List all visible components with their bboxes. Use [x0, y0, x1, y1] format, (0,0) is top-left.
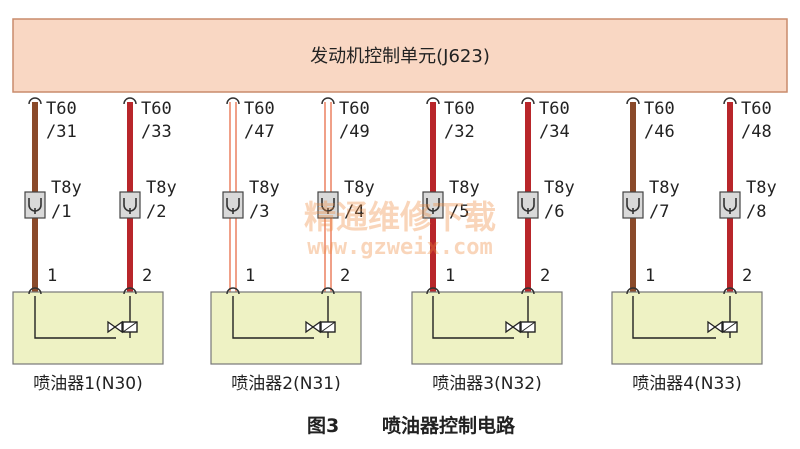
injector-pin-1-label: 1	[47, 266, 57, 286]
ecu-pin-label-num: /46	[644, 122, 675, 142]
ecu-pin-label-num: /33	[141, 122, 172, 142]
ecu-box	[12, 18, 788, 93]
solenoid-coil-icon	[722, 321, 738, 333]
ecu-pin-label-num: /47	[244, 122, 275, 142]
valve-icon	[107, 320, 123, 334]
connector-label-top: T8y	[449, 178, 480, 198]
connector-label-num: /2	[146, 202, 166, 222]
ecu-pin-label-top: T60	[741, 99, 772, 119]
connector-label-num: /3	[249, 202, 269, 222]
connector-label-num: /1	[51, 202, 71, 222]
ecu-pins: T60/31 T60/33 T60/47 T60/49 T60/32 T60/34 T60 /…	[28, 97, 772, 142]
connector-label-top: T8y	[649, 178, 680, 198]
injector-pin-2-label: 2	[142, 266, 152, 286]
pin-terminal	[321, 97, 335, 105]
connector-label-num: /6	[544, 202, 564, 222]
injector-pin-terminal	[723, 287, 737, 295]
injector-pin-1-label: 1	[645, 266, 655, 286]
ecu-pin-label-top: T60	[644, 99, 675, 119]
ecu-pin-label-top: T60	[244, 99, 275, 119]
injector-pin-2-label: 2	[340, 266, 350, 286]
ecu-pin-label-num: /34	[539, 122, 570, 142]
injector-pin-terminal	[426, 287, 440, 295]
connector-label-top: T8y	[146, 178, 177, 198]
injector-circuit-line	[632, 296, 716, 339]
connector-box	[517, 191, 539, 219]
connector-label-top: T8y	[249, 178, 280, 198]
ecu-pin-label-top: T60	[339, 99, 370, 119]
ecu-pin-label-num: /48	[741, 122, 772, 142]
ecu-pin-label-top: T60	[46, 99, 77, 119]
watermark-line1: 精通维修下载	[304, 198, 496, 236]
injector-box	[611, 291, 763, 365]
injector-pin-terminal	[321, 287, 335, 295]
solenoid-coil-icon	[122, 321, 138, 333]
injectors: 1 2 喷油器1(N30) 1 2 喷油器2(N31) 1 2 喷油器3(N32) 1 2 喷油器4(…	[12, 266, 763, 394]
connector-box	[119, 191, 141, 219]
figure-number: 图3	[307, 415, 339, 437]
ecu-pin-label-num: /49	[339, 122, 370, 142]
watermark-line2: www.gzweix.com	[307, 235, 492, 260]
pin-terminal	[226, 97, 240, 105]
valve-icon	[505, 320, 521, 334]
connector-label-num: /5	[449, 202, 469, 222]
connector-box	[317, 191, 339, 219]
injector-label: 喷油器2(N31)	[231, 374, 340, 394]
valve-icon	[305, 320, 321, 334]
injector-circuit-line	[232, 296, 314, 339]
injector-circuit-line	[432, 296, 514, 339]
ecu-pin-label-num: /32	[444, 122, 475, 142]
injector-pin-terminal	[226, 287, 240, 295]
connector-label-num: /8	[746, 202, 766, 222]
injector-label: 喷油器3(N32)	[432, 374, 541, 394]
injector-pin-2-label: 2	[540, 266, 550, 286]
injector-pin-1-label: 1	[245, 266, 255, 286]
ecu-label: 发动机控制单元(J623)	[310, 46, 490, 67]
connector-box	[719, 191, 741, 219]
ecu-pin-label-top: T60	[141, 99, 172, 119]
connector-label-top: T8y	[746, 178, 777, 198]
connector-box	[222, 191, 244, 219]
pin-terminal	[723, 97, 737, 105]
injector-pin-terminal	[626, 287, 640, 295]
injector-label: 喷油器1(N30)	[33, 374, 142, 394]
injector-label: 喷油器4(N33)	[632, 374, 741, 394]
connector-label-num: /7	[649, 202, 669, 222]
connector-label-top: T8y	[51, 178, 82, 198]
watermark: 精通维修下载 www.gzweix.com	[304, 198, 496, 260]
connector-box	[422, 191, 444, 219]
injector-pin-terminal	[28, 287, 42, 295]
injector-pin-2-label: 2	[742, 266, 752, 286]
solenoid-coil-icon	[520, 321, 536, 333]
pin-terminal	[123, 97, 137, 105]
connector-label-top: T8y	[344, 178, 375, 198]
ecu-pin-label-num: /31	[46, 122, 77, 142]
injector-box	[411, 291, 563, 365]
solenoid-coil-icon	[320, 321, 336, 333]
connector-box	[622, 191, 644, 219]
pin-terminal	[426, 97, 440, 105]
injector-circuit-line	[34, 296, 116, 339]
injector-pin-terminal	[521, 287, 535, 295]
injector-box	[210, 291, 362, 365]
connectors: T8y/1 T8y/2 T8y/3 T8y/4 T8y/5 T8y/6 T8y/7 T8y/8	[24, 178, 777, 222]
pin-terminal	[28, 97, 42, 105]
pin-terminal	[521, 97, 535, 105]
valve-icon	[707, 320, 723, 334]
injector-pin-1-label: 1	[445, 266, 455, 286]
injector-box	[12, 291, 164, 365]
ecu-pin-label-top: T60	[444, 99, 475, 119]
ecu-pin-label-top: T60	[539, 99, 570, 119]
connector-box	[24, 191, 46, 219]
connector-label-top: T8y	[544, 178, 575, 198]
pin-terminal	[626, 97, 640, 105]
connector-label-num: /4	[344, 202, 364, 222]
injector-pin-terminal	[123, 287, 137, 295]
figure-title: 喷油器控制电路	[382, 414, 516, 437]
